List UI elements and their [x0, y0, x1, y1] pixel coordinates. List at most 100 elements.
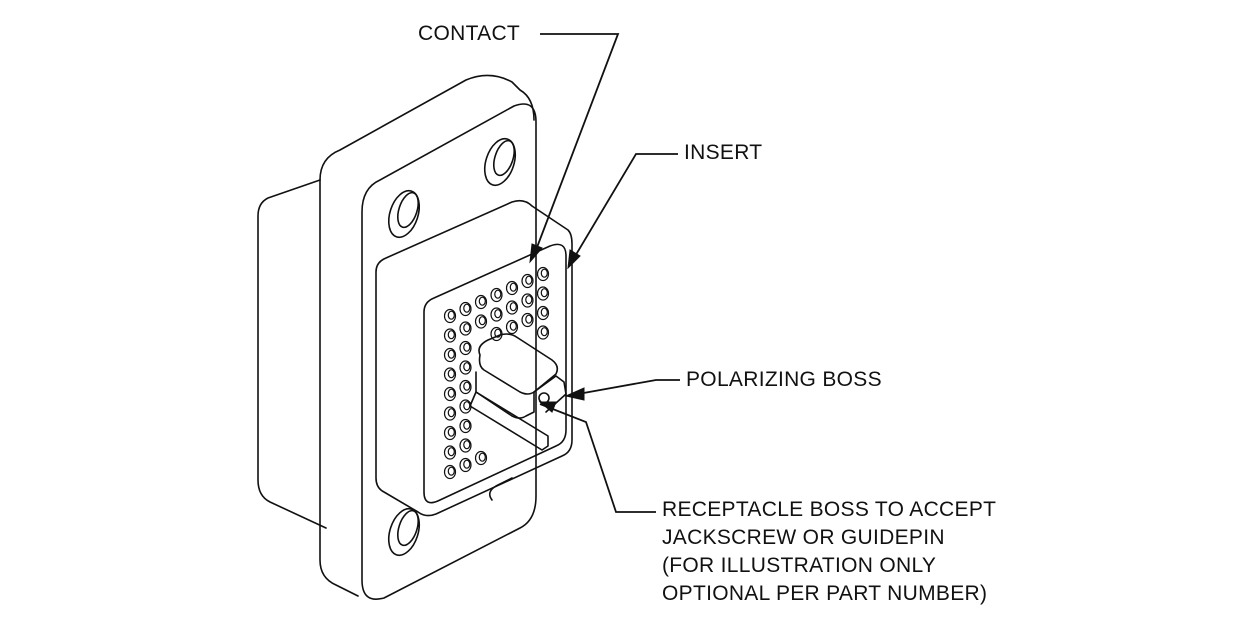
contact-socket [463, 303, 471, 313]
contact-hole [459, 418, 472, 434]
contact-socket [478, 316, 486, 326]
leader-polarizing-boss [577, 379, 680, 395]
contact-hole [505, 300, 519, 315]
contact-socket [540, 268, 548, 278]
mount-hole-bottom-left [387, 507, 421, 557]
contact-socket [463, 459, 471, 469]
contact-hole [474, 314, 488, 329]
rear-shell [257, 179, 327, 529]
contact-array [443, 266, 550, 480]
arrowhead-contact [529, 243, 543, 264]
mount-hole-bottom-left-inner [396, 509, 420, 547]
contact-socket [525, 295, 533, 305]
boss-top [478, 333, 559, 395]
insert-face [423, 243, 567, 504]
leader-receptacle-boss [539, 403, 656, 513]
flange-front [361, 103, 537, 600]
contact-hole [521, 293, 534, 308]
contact-hole [443, 367, 457, 382]
contact-hole [459, 321, 472, 336]
contact-socket [463, 362, 471, 372]
leader-contact [535, 33, 620, 251]
label-receptacle-boss-line-4: OPTIONAL PER PART NUMBER) [662, 582, 988, 605]
contact-hole [521, 312, 534, 328]
contact-hole [474, 450, 488, 466]
contact-socket [478, 296, 486, 306]
arrowhead-receptacle-boss [538, 401, 557, 413]
contact-hole [459, 438, 472, 453]
contact-hole [443, 464, 457, 480]
label-receptacle-boss-line-3: (FOR ILLUSTRATION ONLY [662, 554, 937, 577]
contact-socket [478, 452, 486, 462]
contact-socket [447, 466, 455, 476]
leader-insert [573, 153, 678, 259]
contact-hole [443, 386, 457, 402]
contact-socket [447, 447, 455, 457]
contact-socket [463, 323, 471, 333]
contact-hole [459, 399, 472, 414]
contact-hole [536, 305, 550, 321]
contact-socket [447, 427, 455, 437]
contact-hole [474, 294, 488, 310]
label-polarizing-boss: POLARIZING BOSS [686, 368, 882, 391]
contact-socket [463, 401, 471, 411]
contact-socket [463, 420, 471, 430]
contact-socket [447, 349, 455, 359]
contact-socket [494, 289, 502, 299]
boss-front [475, 371, 535, 419]
contact-socket [509, 302, 517, 312]
contact-hole [443, 347, 457, 363]
label-receptacle-boss-line-1: RECEPTACLE BOSS TO ACCEPT [662, 498, 997, 521]
contact-socket [447, 310, 455, 320]
contact-hole [459, 360, 472, 375]
contact-socket [447, 369, 455, 379]
mount-hole-top-left-inner [396, 191, 420, 229]
contact-hole [505, 280, 519, 296]
contact-socket [463, 440, 471, 450]
flange-side [319, 74, 535, 181]
contact-socket [525, 314, 533, 324]
contact-socket [540, 327, 548, 337]
contact-socket [463, 381, 471, 391]
contact-hole [459, 457, 472, 473]
boss-side [533, 375, 567, 413]
contact-hole [443, 445, 457, 460]
label-insert: INSERT [684, 141, 763, 164]
contact-hole [490, 326, 503, 342]
arrowhead-insert [567, 249, 581, 270]
contact-hole [521, 273, 534, 289]
contact-socket [463, 342, 471, 352]
contact-hole [443, 308, 457, 324]
contact-socket [540, 288, 548, 298]
contact-hole [459, 379, 472, 395]
contact-socket [447, 388, 455, 398]
contact-socket [494, 309, 502, 319]
contact-hole [490, 287, 503, 303]
contact-hole [443, 328, 457, 343]
contact-hole [459, 301, 472, 317]
contact-hole [536, 286, 550, 301]
contact-hole [505, 319, 519, 335]
contact-socket [509, 282, 517, 292]
contact-hole [443, 425, 457, 441]
arrowhead-polarizing-boss [564, 387, 585, 401]
insert-outline [375, 199, 573, 517]
contact-socket [447, 330, 455, 340]
contact-hole [490, 307, 503, 322]
contact-hole [536, 325, 550, 340]
mount-hole-top-left [387, 189, 421, 239]
contact-socket [540, 307, 548, 317]
label-contact: CONTACT [418, 22, 521, 45]
contact-hole [536, 266, 550, 282]
contact-socket [494, 328, 502, 338]
label-receptacle-boss: RECEPTACLE BOSS TO ACCEPT JACKSCREW OR G… [662, 496, 996, 608]
contact-socket [447, 408, 455, 418]
mount-hole-top-right [483, 137, 517, 187]
contact-hole [459, 340, 472, 356]
label-receptacle-boss-line-2: JACKSCREW OR GUIDEPIN [662, 526, 945, 549]
contact-socket [525, 275, 533, 285]
flange-left-edge [319, 179, 359, 597]
mount-hole-top-right-inner [492, 139, 516, 177]
contact-hole [443, 406, 457, 421]
